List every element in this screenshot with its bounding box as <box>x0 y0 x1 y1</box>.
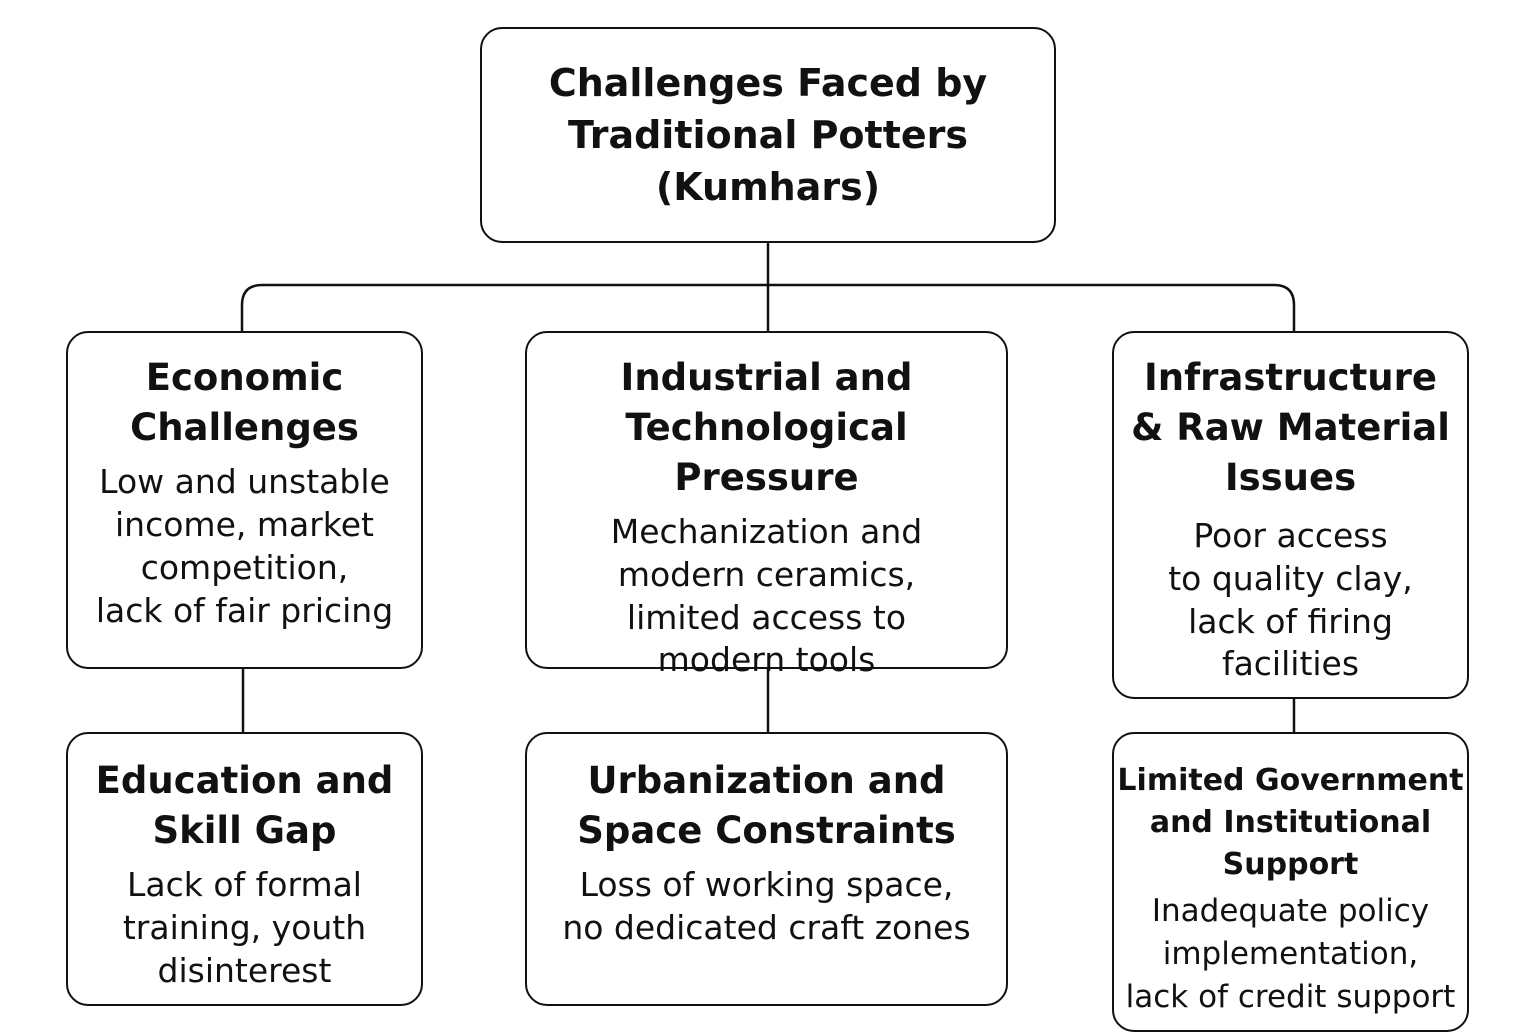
node-description: Mechanization and modern ceramics, limit… <box>610 511 923 680</box>
node-title: Urbanization and Space Constraints <box>577 759 956 852</box>
node-description: Poor access to quality clay, lack of fir… <box>1168 515 1413 684</box>
node-description: Low and unstable income, market competit… <box>95 461 394 630</box>
node-education-skill-gap: Education and Skill Gap Lack of formal t… <box>66 732 423 1006</box>
node-government-support: Limited Government and Institutional Sup… <box>1112 732 1469 1032</box>
root-node: Challenges Faced by Traditional Potters … <box>480 27 1056 243</box>
node-description: Inadequate policy implementation, lack o… <box>1125 893 1456 1015</box>
node-description: Lack of formal training, youth disintere… <box>122 864 367 990</box>
node-urbanization-space: Urbanization and Space Constraints Loss … <box>525 732 1008 1006</box>
node-title: Infrastructure & Raw Material Issues <box>1131 356 1450 499</box>
node-title: Education and Skill Gap <box>95 759 394 852</box>
node-title: Economic Challenges <box>130 356 359 449</box>
node-title: Limited Government and Institutional Sup… <box>1117 763 1464 882</box>
node-title: Industrial and Technological Pressure <box>620 356 913 499</box>
root-title: Challenges Faced by Traditional Potters … <box>548 60 988 210</box>
node-description: Loss of working space, no dedicated craf… <box>562 864 971 947</box>
node-industrial-technological-pressure: Industrial and Technological Pressure Me… <box>525 331 1008 679</box>
node-infrastructure-raw-material: Infrastructure & Raw Material Issues Poo… <box>1112 331 1469 699</box>
connector-branch-bar <box>240 283 1296 331</box>
node-economic-challenges: Economic Challenges Low and unstable inc… <box>66 331 423 669</box>
